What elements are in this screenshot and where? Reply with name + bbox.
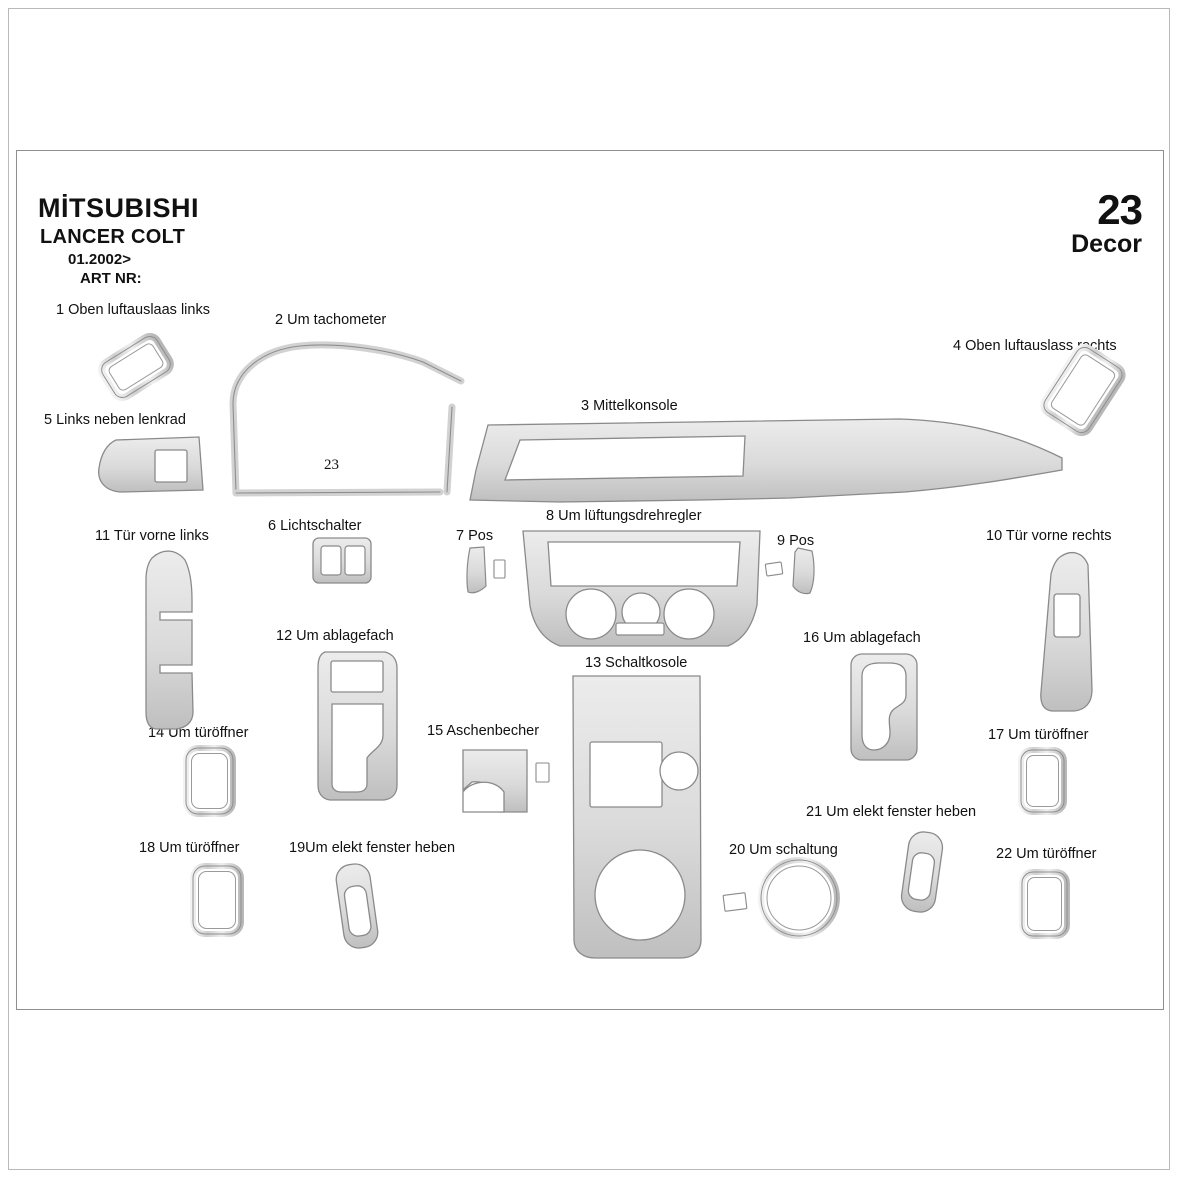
part-label-22: 22 Um türöffner [996,846,1097,862]
part-label-17: 17 Um türöffner [988,727,1089,743]
part-label-15: 15 Aschenbecher [427,723,540,739]
part-label-16: 16 Um ablagefach [803,630,921,646]
article-number-label: ART NR: [80,270,142,287]
part-label-18: 18 Um türöffner [139,840,240,856]
part-label-1: 1 Oben luftauslaas links [56,302,210,318]
model-name: LANCER COLT [40,226,186,248]
part-label-6: 6 Lichtschalter [268,518,362,534]
decor-count-block: 23 Decor [1071,186,1143,258]
part-label-11: 11 Tür vorne links [95,528,209,544]
part-label-8: 8 Um lüftungsdrehregler [546,508,702,524]
part-label-12: 12 Um ablagefach [276,628,394,644]
title-block: MİTSUBISHI LANCER COLT 01.2002> ART NR: [38,193,200,287]
part-label-21: 21 Um elekt fenster heben [806,804,977,820]
part-label-13: 13 Schaltkosole [585,655,688,671]
part-label-20: 20 Um schaltung [729,842,838,858]
part-label-5: 5 Links neben lenkrad [44,412,186,428]
model-year: 01.2002> [68,251,131,268]
part-label-7: 7 Pos [456,528,494,544]
part-label-3: 3 Mittelkonsole [581,398,678,414]
part-label-14: 14 Um türöffner [148,725,249,741]
part-label-19: 19Um elekt fenster heben [289,840,456,856]
decor-piece-count: 23 [1097,186,1143,233]
part-label-4: 4 Oben luftauslass rechts [953,338,1117,354]
inner-part-number-23: 23 [324,457,339,473]
part-label-9: 9 Pos [777,533,815,549]
brand-name: MİTSUBISHI [38,193,200,223]
part-label-10: 10 Tür vorne rechts [986,528,1112,544]
part-label-2: 2 Um tachometer [275,312,387,328]
decor-word-label: Decor [1071,229,1142,258]
